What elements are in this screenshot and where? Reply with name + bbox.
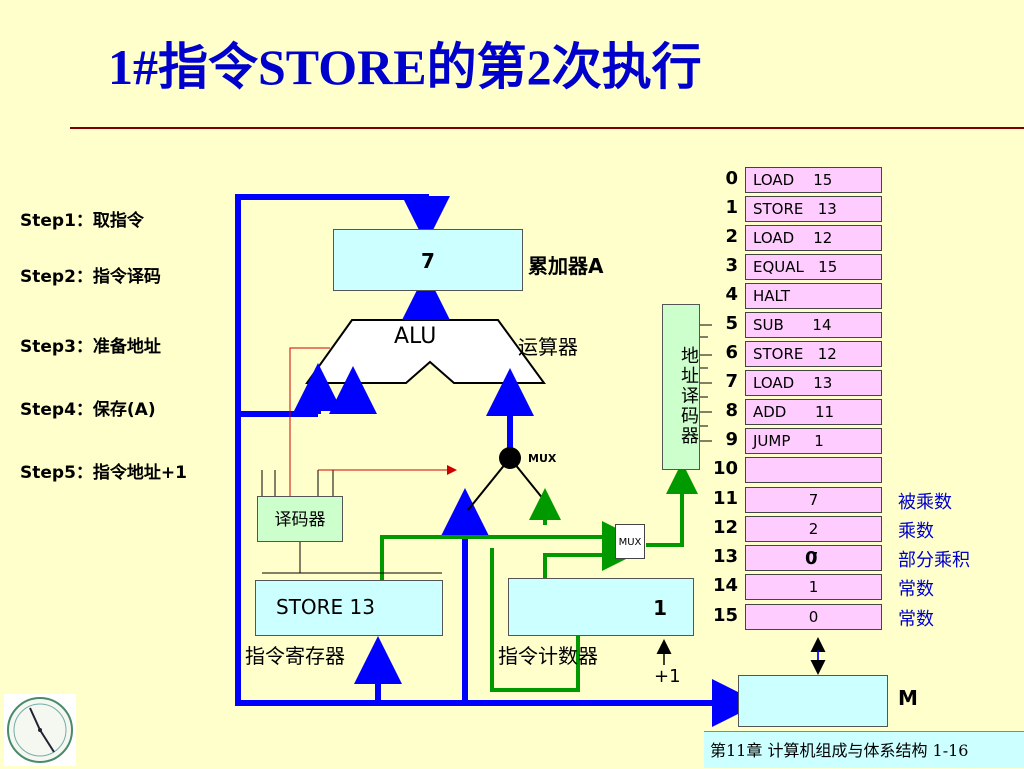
memory-address-8: 8	[725, 400, 738, 421]
memory-cell-8: ADD 11	[745, 399, 882, 425]
memory-address-3: 3	[725, 255, 738, 276]
memory-data-register	[738, 675, 888, 727]
memory-address-2: 2	[725, 226, 738, 247]
memory-cell-2: LOAD 12	[745, 225, 882, 251]
address-decoder: 地址译码器	[662, 304, 700, 470]
memory-note-15: 常数	[898, 609, 934, 630]
memory-note-11: 被乘数	[898, 492, 952, 513]
memory-cell-5: SUB 14	[745, 312, 882, 338]
memory-label: M	[898, 686, 918, 710]
memory-address-11: 11	[712, 488, 738, 509]
slide-footer: 第11章 计算机组成与体系结构 1-16	[704, 731, 1024, 768]
program-counter: 1	[508, 578, 694, 636]
memory-note-13: 部分乘积	[898, 550, 970, 571]
memory-cell-15: 0	[745, 604, 882, 630]
instruction-register-label: 指令寄存器	[245, 644, 345, 668]
clock-icon	[4, 694, 76, 766]
memory-cell-14: 1	[745, 574, 882, 600]
alu-text: ALU	[394, 324, 437, 349]
memory-cell-0: LOAD 15	[745, 167, 882, 193]
memory-cell-13-overlay: 0	[805, 548, 818, 569]
accumulator-label: 累加器A	[528, 254, 604, 278]
memory-address-0: 0	[725, 168, 738, 189]
memory-address-9: 9	[725, 429, 738, 450]
memory-cell-7: LOAD 13	[745, 370, 882, 396]
step-4: Step4：保存(A)	[20, 400, 156, 420]
page-title: 1#指令STORE的第2次执行	[108, 39, 702, 95]
memory-address-13: 13	[712, 546, 738, 567]
memory-cell-3: EQUAL 15	[745, 254, 882, 280]
memory-address-15: 15	[712, 605, 738, 626]
program-counter-label: 指令计数器	[498, 644, 598, 668]
mux-small: MUX	[615, 524, 645, 559]
step-1: Step1：取指令	[20, 211, 144, 231]
memory-cell-12: 2	[745, 516, 882, 542]
memory-note-12: 乘数	[898, 521, 934, 542]
decoder: 译码器	[257, 496, 343, 542]
instruction-register: STORE 13	[255, 580, 443, 636]
memory-address-14: 14	[712, 575, 738, 596]
memory-address-7: 7	[725, 371, 738, 392]
title-divider	[70, 127, 1024, 129]
memory-address-6: 6	[725, 342, 738, 363]
step-3: Step3：准备地址	[20, 337, 161, 357]
memory-address-1: 1	[725, 197, 738, 218]
memory-address-5: 5	[725, 313, 738, 334]
memory-address-4: 4	[725, 284, 738, 305]
mux-label: MUX	[528, 452, 557, 465]
memory-cell-6: STORE 12	[745, 341, 882, 367]
step-2: Step2：指令译码	[20, 267, 161, 287]
memory-cell-13: 7	[745, 545, 882, 571]
memory-cell-9: JUMP 1	[745, 428, 882, 454]
memory-cell-11: 7	[745, 487, 882, 513]
memory-cell-1: STORE 13	[745, 196, 882, 222]
memory-cell-4: HALT	[745, 283, 882, 309]
memory-address-12: 12	[712, 517, 738, 538]
increment-label: +1	[654, 666, 681, 687]
alu-label: 运算器	[518, 335, 578, 359]
step-5: Step5：指令地址+1	[20, 463, 187, 483]
memory-address-10: 10	[712, 458, 738, 479]
memory-note-14: 常数	[898, 579, 934, 600]
accumulator-register: 7	[333, 229, 523, 291]
memory-cell-10	[745, 457, 882, 483]
